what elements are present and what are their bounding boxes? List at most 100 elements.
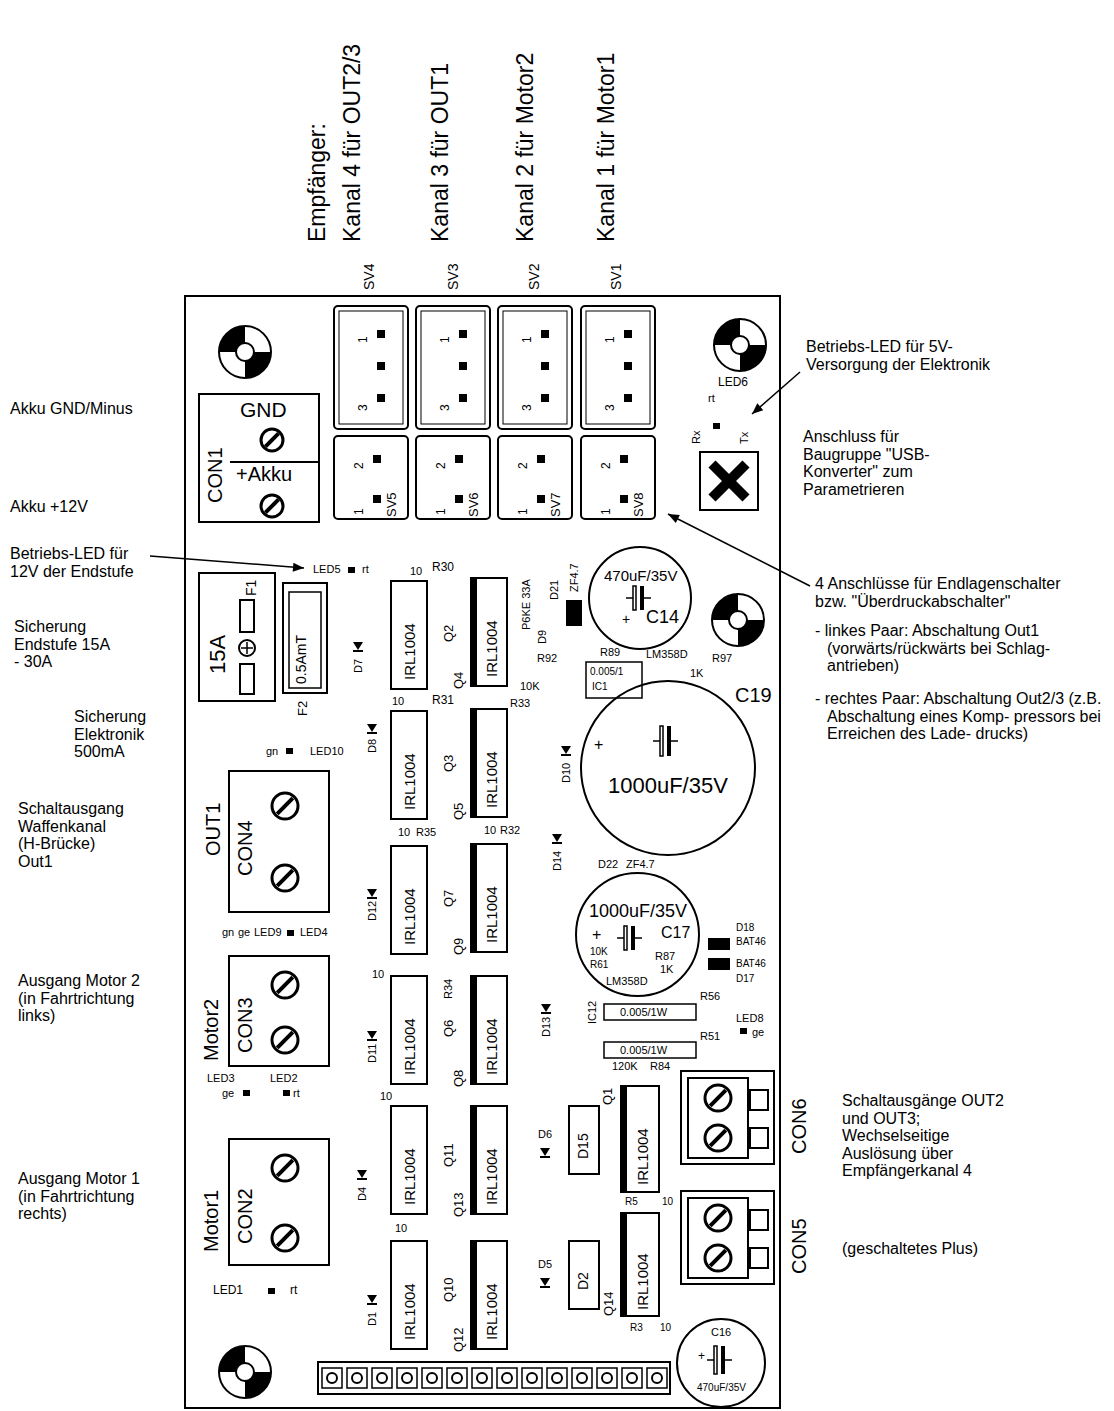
component-label: 1 bbox=[435, 508, 448, 515]
mosfet: IRL1004Q4 bbox=[470, 577, 508, 687]
part-label: D1 bbox=[366, 1312, 378, 1326]
diode-package: D15 bbox=[568, 1105, 600, 1175]
mosfet: IRL1004Q8 bbox=[470, 975, 508, 1085]
terminal-block: CON5 bbox=[680, 1190, 775, 1285]
pin-header-pin bbox=[597, 1368, 617, 1388]
part-label: R87 bbox=[655, 950, 675, 962]
part-label: ge bbox=[238, 926, 250, 938]
pin-header-pin bbox=[497, 1368, 517, 1388]
component-label: C16 bbox=[711, 1326, 731, 1338]
component-label: 3 bbox=[604, 404, 617, 411]
component-label: 470uF/35V bbox=[697, 1382, 746, 1393]
component-label: 15A bbox=[206, 635, 230, 674]
part-label: LED8 bbox=[736, 1012, 764, 1024]
pin-header-pin bbox=[502, 1373, 512, 1383]
pin-header-pin bbox=[552, 1373, 562, 1383]
part-label: LM358D bbox=[606, 975, 648, 987]
servo-connector-housing bbox=[503, 311, 567, 424]
diode-symbol bbox=[357, 1170, 367, 1178]
part-label: D13 bbox=[540, 1017, 552, 1037]
component-label: Q2 bbox=[442, 625, 456, 642]
connector-pin bbox=[373, 495, 381, 503]
component-label: SV6 bbox=[467, 492, 481, 517]
connector-pin bbox=[541, 394, 549, 402]
pin-header-pin bbox=[477, 1373, 487, 1383]
fuse-holder-screw bbox=[246, 642, 248, 654]
part-label: R84 bbox=[650, 1060, 670, 1072]
capacitor-symbol bbox=[640, 586, 644, 610]
part-label: R35 bbox=[416, 826, 436, 838]
leader-line bbox=[752, 372, 800, 414]
connector-pin bbox=[459, 330, 467, 338]
annotation-text: + bbox=[592, 926, 601, 944]
servo-connector: 13 bbox=[415, 305, 491, 430]
connector-pin bbox=[541, 330, 549, 338]
capacitor-symbol bbox=[721, 1346, 725, 1374]
capacitor-symbol bbox=[635, 937, 642, 939]
led-symbol bbox=[286, 748, 293, 754]
component-label: 1 bbox=[353, 508, 366, 515]
mosfet: IRL1004Q12 bbox=[470, 1240, 508, 1350]
connector-pin bbox=[624, 394, 632, 402]
diode-symbol bbox=[552, 834, 562, 842]
part-label: 0.005/1W bbox=[620, 1006, 667, 1018]
connector-pin bbox=[624, 330, 632, 338]
terminal-screw bbox=[705, 1245, 731, 1271]
part-label: D8 bbox=[366, 739, 378, 753]
annotation-text: - rechtes Paar: Abschaltung Out2/3 (z.B.… bbox=[815, 690, 1112, 743]
connector-pin bbox=[620, 455, 628, 463]
component-label: 470uF/35V bbox=[604, 568, 677, 585]
component-label: D2 bbox=[576, 1272, 591, 1290]
servo-connector: 13 bbox=[497, 305, 573, 430]
diode-symbol bbox=[541, 1012, 551, 1014]
fuse-holder-slot bbox=[240, 600, 254, 632]
connector-pin bbox=[377, 394, 385, 402]
mosfet: IRL1004Q6 bbox=[390, 975, 428, 1085]
annotation-text: - linkes Paar: Abschaltung Out1 (vorwärt… bbox=[815, 622, 1112, 675]
pin-header-pin bbox=[627, 1373, 637, 1383]
component-label: 2 bbox=[517, 462, 530, 469]
part-label: LED1 bbox=[213, 1284, 243, 1297]
terminal-screw bbox=[272, 1155, 298, 1181]
shunt-resistor bbox=[604, 1004, 696, 1020]
terminal-block: CON6 bbox=[680, 1070, 775, 1165]
part-label: ge bbox=[222, 1087, 234, 1099]
mosfet: IRL1004Q13 bbox=[470, 1105, 508, 1215]
leader-line bbox=[668, 514, 810, 586]
part-label: D17 bbox=[736, 973, 754, 984]
annotation-text: Akku +12V bbox=[10, 498, 88, 516]
annotation-text: 4 Anschlüsse für Endlagenschalter bzw. "… bbox=[815, 575, 1087, 610]
part-label: 10 bbox=[380, 1090, 392, 1102]
part-label: rt bbox=[362, 563, 369, 575]
component-label: GND bbox=[240, 398, 287, 421]
mosfet: IRL1004Q7 bbox=[390, 845, 428, 955]
component-label: Q9 bbox=[452, 938, 466, 955]
servo-connector: 21SV8 bbox=[580, 435, 656, 520]
component-label: IRL1004 bbox=[635, 1253, 652, 1310]
terminal-screw bbox=[710, 1250, 726, 1266]
diode-symbol bbox=[353, 642, 363, 650]
part-label: 10 bbox=[660, 1322, 671, 1333]
terminal-block-tab bbox=[750, 1128, 768, 1148]
component-label: IRL1004 bbox=[402, 888, 419, 945]
component-label: 1 bbox=[357, 336, 370, 343]
diode-symbol bbox=[561, 746, 571, 754]
led-symbol bbox=[713, 423, 720, 429]
terminal-screw bbox=[265, 499, 278, 512]
annotation-text: Kanal 4 für OUT2/3 bbox=[340, 44, 365, 242]
part-label: 10 bbox=[398, 826, 410, 838]
part-label: LED5 bbox=[313, 563, 341, 575]
component-label: Q3 bbox=[442, 755, 456, 772]
component-label: IRL1004 bbox=[484, 751, 501, 808]
mosfet: IRL1004Q9 bbox=[470, 843, 508, 953]
diode-symbol bbox=[353, 650, 363, 652]
pin-header-pin bbox=[397, 1368, 417, 1388]
component-label: Q8 bbox=[452, 1070, 466, 1087]
terminal-screw bbox=[710, 1090, 726, 1106]
part-label: LED9 bbox=[254, 926, 282, 938]
leader-line bbox=[150, 556, 304, 568]
component-label: CON1 bbox=[204, 447, 226, 503]
mosfet: IRL1004Q3 bbox=[390, 710, 428, 820]
component-label: IRL1004 bbox=[402, 1148, 419, 1205]
